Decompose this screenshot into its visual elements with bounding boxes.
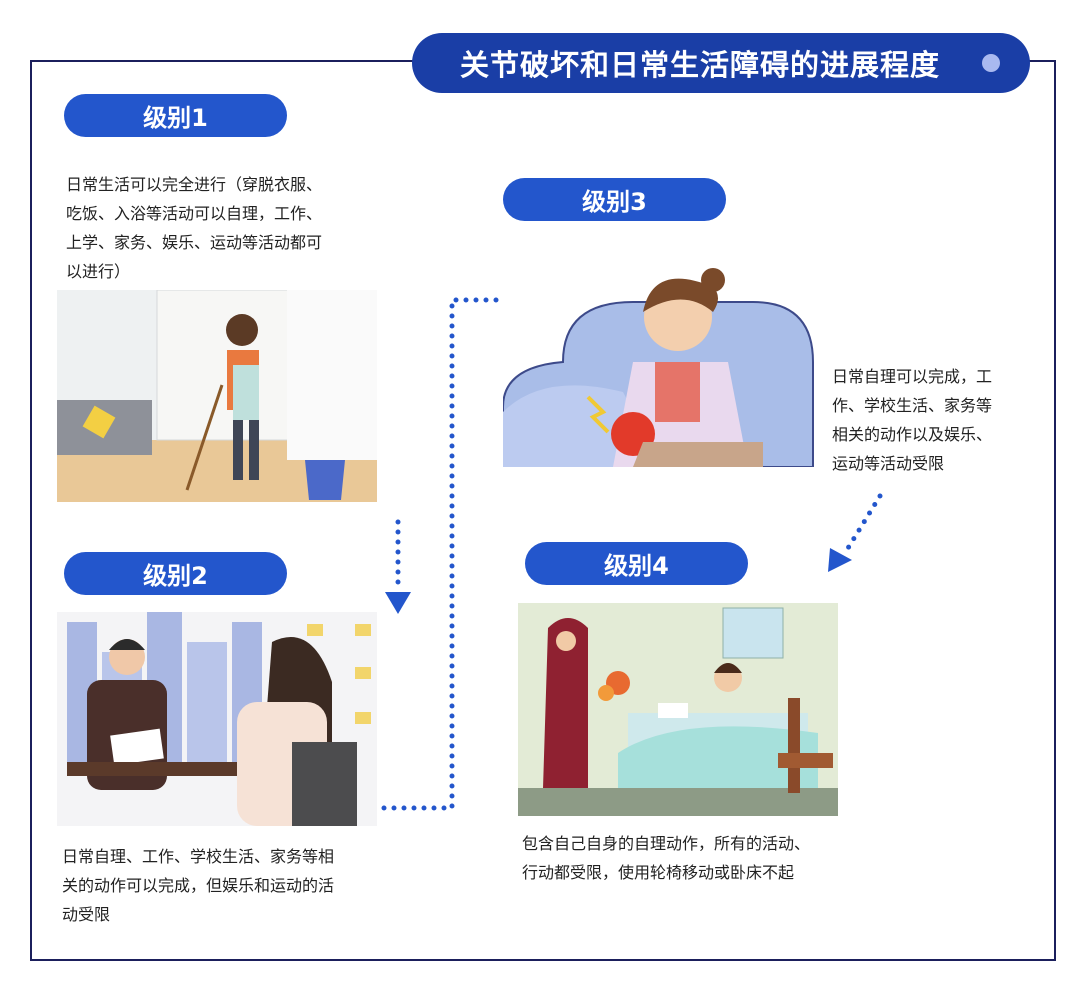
page-title: 关节破坏和日常生活障碍的进展程度: [412, 33, 1030, 93]
level-2-badge: 级别2: [64, 552, 287, 595]
text-line: 行动都受限，使用轮椅移动或卧床不起: [522, 863, 795, 882]
level-1-description: 日常生活可以完全进行（穿脱衣服、 吃饭、入浴等活动可以自理，工作、 上学、家务、…: [66, 170, 322, 286]
text-line: 相关的动作以及娱乐、: [832, 425, 993, 444]
level-3-illustration: [503, 262, 820, 467]
text-line: 运动等活动受限: [832, 454, 945, 473]
text-line: 日常自理可以完成，工: [832, 367, 993, 386]
text-line: 日常自理、工作、学校生活、家务等相: [62, 847, 335, 866]
level-1-badge: 级别1: [64, 94, 287, 137]
arrowhead-down-icon: [385, 592, 411, 614]
text-line: 包含自己自身的自理动作，所有的活动、: [522, 834, 811, 853]
title-text: 关节破坏和日常生活障碍的进展程度: [460, 48, 941, 82]
text-line: 动受限: [62, 905, 111, 924]
text-line: 上学、家务、娱乐、运动等活动都可: [66, 233, 323, 252]
level-4-badge: 级别4: [525, 542, 748, 585]
arrowhead-diag-icon: [828, 548, 852, 572]
arrow-2-to-3: [381, 297, 508, 811]
dot-icon: [982, 54, 1000, 72]
text-line: 日常生活可以完全进行（穿脱衣服、: [66, 175, 323, 194]
level-3-badge: 级别3: [503, 178, 726, 221]
text-line: 关的动作可以完成，但娱乐和运动的活: [62, 876, 335, 895]
level-3-description: 日常自理可以完成，工 作、学校生活、家务等 相关的动作以及娱乐、 运动等活动受限: [832, 362, 992, 478]
level-2-description: 日常自理、工作、学校生活、家务等相 关的动作可以完成，但娱乐和运动的活 动受限: [62, 842, 334, 929]
arrow-3-to-4: [842, 493, 883, 556]
text-line: 吃饭、入浴等活动可以自理，工作、: [66, 204, 323, 223]
level-4-description: 包含自己自身的自理动作，所有的活动、 行动都受限，使用轮椅移动或卧床不起: [522, 829, 810, 887]
text-line: 以进行）: [66, 262, 131, 281]
text-line: 作、学校生活、家务等: [832, 396, 993, 415]
level-4-illustration: [518, 603, 838, 816]
level-1-illustration: [57, 290, 377, 502]
level-2-illustration: [57, 612, 377, 826]
